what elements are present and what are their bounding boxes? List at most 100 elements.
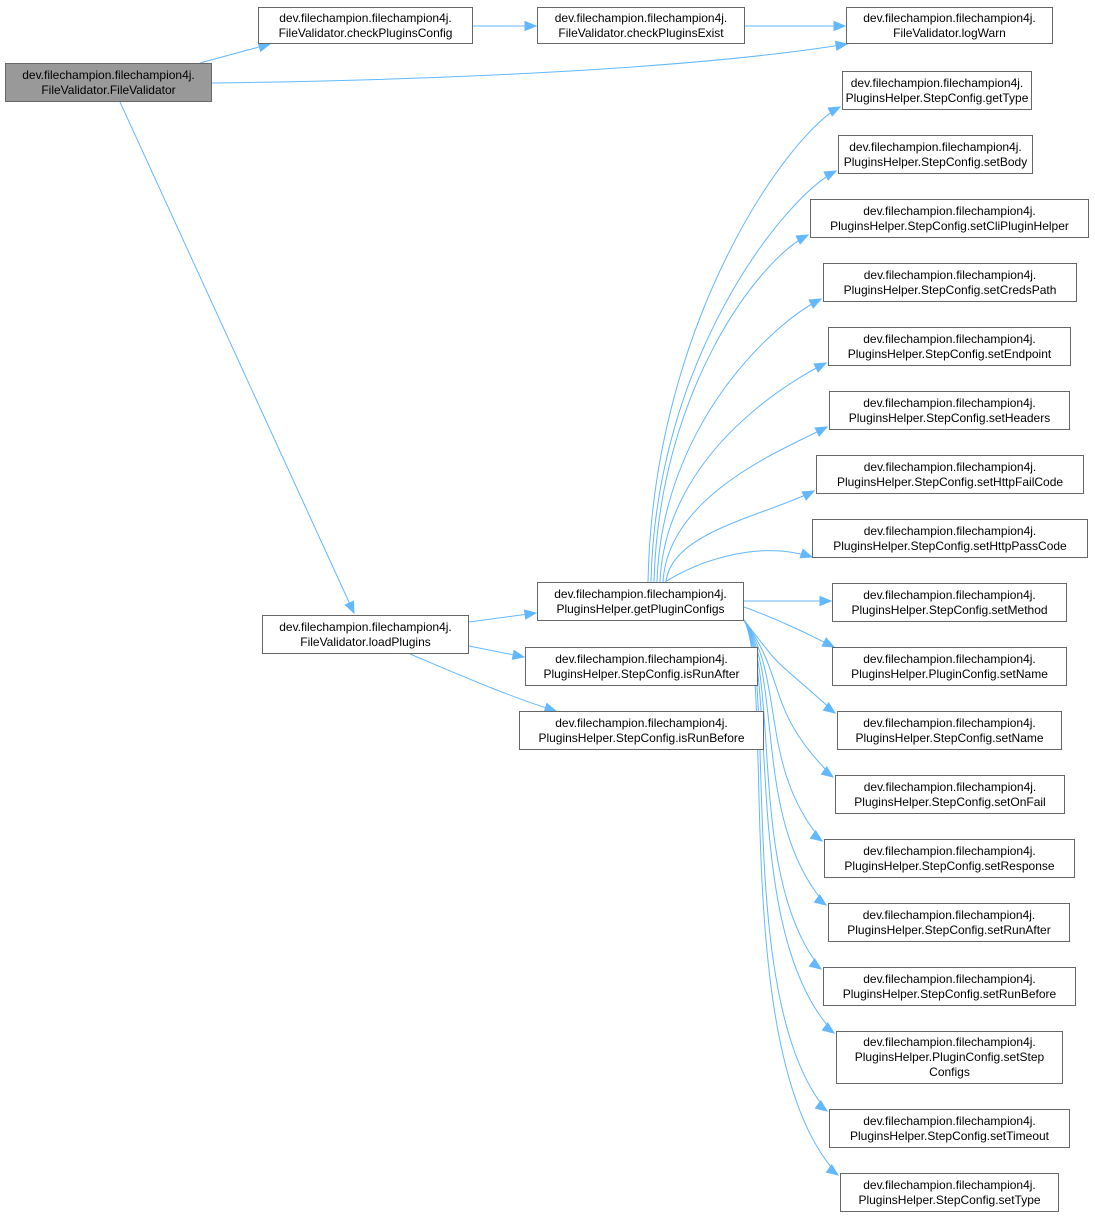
node-label-line: FileValidator.checkPluginsConfig	[278, 25, 453, 40]
arrowhead-icon	[795, 234, 810, 245]
graph-node[interactable]: dev.filechampion.filechampion4j.FileVali…	[258, 7, 473, 44]
graph-node[interactable]: dev.filechampion.filechampion4j.PluginsH…	[519, 711, 764, 750]
graph-node[interactable]: dev.filechampion.filechampion4j.PluginsH…	[828, 903, 1070, 942]
node-label-line: PluginsHelper.StepConfig.setBody	[843, 154, 1028, 169]
node-label-line: dev.filechampion.filechampion4j.	[863, 331, 1036, 346]
graph-node[interactable]: dev.filechampion.filechampion4j.PluginsH…	[823, 967, 1076, 1006]
graph-node[interactable]: dev.filechampion.filechampion4j.PluginsH…	[836, 1031, 1063, 1084]
node-label-line: dev.filechampion.filechampion4j.	[279, 619, 452, 634]
graph-node[interactable]: dev.filechampion.filechampion4j.PluginsH…	[835, 775, 1065, 814]
graph-node[interactable]: dev.filechampion.filechampion4j.PluginsH…	[842, 71, 1032, 110]
call-edge	[650, 170, 837, 583]
node-label-line: PluginsHelper.StepConfig.setCliPluginHel…	[830, 218, 1069, 233]
node-label-line: PluginsHelper.StepConfig.isRunBefore	[538, 730, 745, 745]
node-label-line: dev.filechampion.filechampion4j.	[863, 651, 1036, 666]
graph-node[interactable]: dev.filechampion.filechampion4j.FileVali…	[262, 615, 469, 654]
node-label-line: dev.filechampion.filechampion4j.	[863, 779, 1037, 794]
node-label-line: dev.filechampion.filechampion4j.	[863, 203, 1036, 218]
arrowhead-icon	[808, 298, 823, 309]
call-edge	[656, 298, 822, 583]
arrowhead-icon	[833, 20, 847, 32]
node-label-line: PluginsHelper.StepConfig.setName	[855, 730, 1044, 745]
graph-node[interactable]: dev.filechampion.filechampion4j.PluginsH…	[840, 1173, 1059, 1212]
root-node[interactable]: dev.filechampion.filechampion4j.FileVali…	[5, 63, 212, 102]
node-label-line: dev.filechampion.filechampion4j.	[863, 267, 1037, 282]
node-label-line: PluginsHelper.PluginConfig.setStep	[854, 1050, 1045, 1064]
call-edge	[409, 653, 557, 712]
arrowhead-icon	[511, 649, 526, 660]
graph-node[interactable]: dev.filechampion.filechampion4j.PluginsH…	[812, 519, 1088, 558]
arrowhead-icon	[820, 766, 835, 778]
arrowhead-icon	[344, 600, 355, 615]
graph-node[interactable]: dev.filechampion.filechampion4j.PluginsH…	[824, 839, 1075, 878]
node-label-line: FileValidator.loadPlugins	[300, 634, 431, 649]
node-label-line: dev.filechampion.filechampion4j.	[863, 843, 1036, 858]
graph-node[interactable]: dev.filechampion.filechampion4j.PluginsH…	[837, 711, 1062, 750]
graph-node[interactable]: dev.filechampion.filechampion4j.FileVali…	[537, 7, 745, 44]
node-label-line: dev.filechampion.filechampion4j.	[862, 907, 1036, 922]
arrowhead-icon	[523, 609, 538, 620]
graph-node[interactable]: dev.filechampion.filechampion4j.PluginsH…	[829, 1109, 1070, 1148]
call-edge	[743, 619, 823, 842]
graph-node[interactable]: dev.filechampion.filechampion4j.PluginsH…	[537, 582, 744, 621]
node-label-line: PluginsHelper.StepConfig.setHeaders	[848, 410, 1051, 425]
node-label-line: PluginsHelper.StepConfig.setResponse	[844, 858, 1055, 873]
node-label-line: Configs	[929, 1065, 970, 1079]
arrowhead-icon	[814, 426, 829, 437]
node-label-line: dev.filechampion.filechampion4j.	[863, 459, 1037, 474]
node-label-line: PluginsHelper.StepConfig.setCredsPath	[843, 282, 1057, 297]
node-label-line: dev.filechampion.filechampion4j.	[555, 651, 728, 666]
node-label-line: PluginsHelper.StepConfig.setRunAfter	[847, 922, 1051, 937]
arrowhead-icon	[813, 894, 828, 906]
node-label-line: dev.filechampion.filechampion4j.	[22, 67, 195, 82]
node-label-line: dev.filechampion.filechampion4j.	[863, 587, 1036, 602]
graph-node[interactable]: dev.filechampion.filechampion4j.PluginsH…	[829, 391, 1070, 430]
node-label-line: dev.filechampion.filechampion4j.	[863, 1177, 1036, 1192]
graph-node[interactable]: dev.filechampion.filechampion4j.PluginsH…	[838, 135, 1033, 174]
node-label-line: dev.filechampion.filechampion4j.	[554, 586, 727, 601]
node-label-line: PluginsHelper.PluginConfig.setName	[851, 666, 1048, 681]
node-label-line: dev.filechampion.filechampion4j.	[554, 10, 728, 25]
arrowhead-icon	[819, 595, 833, 607]
graph-node[interactable]: dev.filechampion.filechampion4j.PluginsH…	[525, 647, 758, 686]
call-edge	[659, 362, 827, 583]
graph-node[interactable]: dev.filechampion.filechampion4j.PluginsH…	[823, 263, 1077, 302]
arrowhead-icon	[825, 1164, 840, 1176]
node-label-line: PluginsHelper.StepConfig.setHttpFailCode	[836, 474, 1064, 489]
arrowhead-icon	[834, 40, 849, 52]
graph-node[interactable]: dev.filechampion.filechampion4j.PluginsH…	[828, 327, 1071, 366]
node-label-line: PluginsHelper.StepConfig.setOnFail	[854, 794, 1046, 809]
node-label-line: dev.filechampion.filechampion4j.	[863, 1035, 1036, 1049]
arrowhead-icon	[823, 170, 838, 181]
graph-node[interactable]: dev.filechampion.filechampion4j.PluginsH…	[832, 647, 1067, 686]
node-label-line: FileValidator.FileValidator	[41, 82, 176, 97]
arrowhead-icon	[822, 702, 837, 714]
call-edge	[743, 619, 836, 714]
call-edge	[743, 619, 834, 778]
call-edge	[199, 43, 271, 64]
node-label-line: dev.filechampion.filechampion4j.	[850, 75, 1024, 90]
node-label-line: PluginsHelper.StepConfig.setType	[858, 1192, 1041, 1207]
graph-node[interactable]: dev.filechampion.filechampion4j.FileVali…	[846, 7, 1053, 44]
graph-node[interactable]: dev.filechampion.filechampion4j.PluginsH…	[810, 199, 1089, 238]
graph-node[interactable]: dev.filechampion.filechampion4j.PluginsH…	[832, 583, 1067, 622]
arrowhead-icon	[799, 548, 814, 559]
graph-node[interactable]: dev.filechampion.filechampion4j.PluginsH…	[816, 455, 1084, 494]
node-label-line: dev.filechampion.filechampion4j.	[863, 10, 1036, 25]
arrowhead-icon	[821, 637, 836, 648]
arrowhead-icon	[821, 1022, 836, 1034]
node-label-line: dev.filechampion.filechampion4j.	[863, 1113, 1036, 1128]
arrowhead-icon	[808, 958, 823, 970]
node-label-line: PluginsHelper.StepConfig.setTimeout	[850, 1128, 1049, 1143]
call-edge	[647, 106, 841, 583]
call-edge	[119, 101, 355, 614]
node-label-line: PluginsHelper.StepConfig.setEndpoint	[847, 346, 1052, 361]
arrowhead-icon	[809, 830, 824, 842]
arrowhead-icon	[813, 362, 828, 373]
node-label-line: dev.filechampion.filechampion4j.	[279, 10, 452, 25]
call-edge	[664, 550, 813, 583]
node-label-line: FileValidator.checkPluginsExist	[558, 25, 724, 40]
node-label-line: PluginsHelper.getPluginConfigs	[556, 601, 725, 616]
call-edge	[653, 234, 809, 583]
arrowhead-icon	[814, 1100, 829, 1112]
